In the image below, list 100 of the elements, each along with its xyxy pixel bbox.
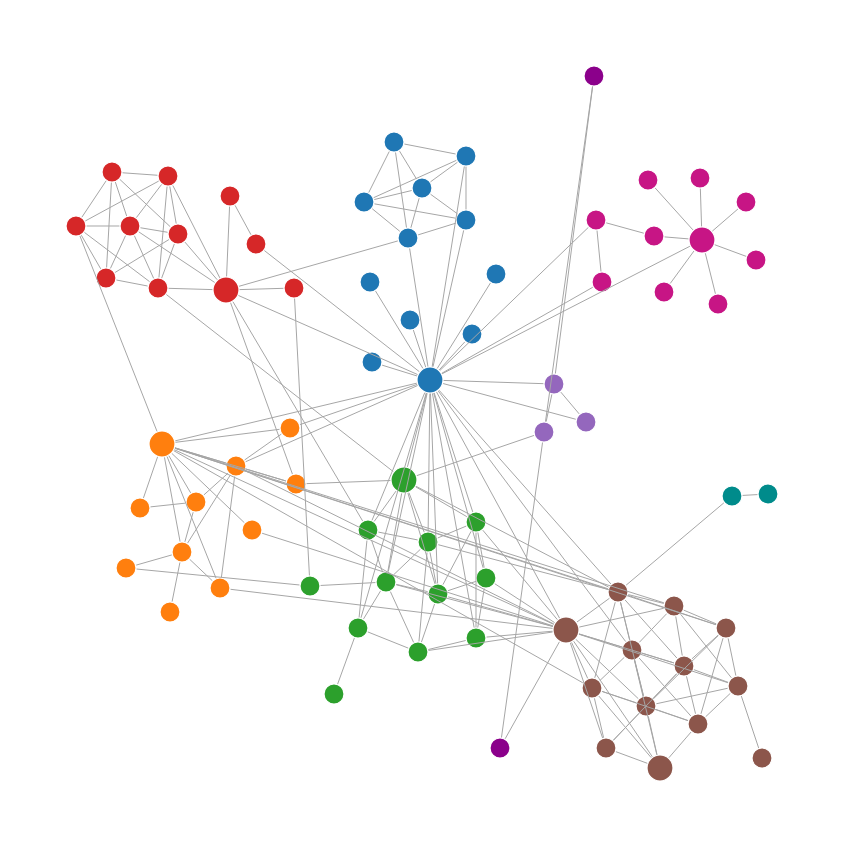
edge-line [169, 185, 177, 225]
edge-line [244, 433, 282, 461]
edge-line [578, 607, 665, 628]
edge-line [263, 250, 420, 373]
network-node [455, 209, 477, 231]
network-node [353, 191, 375, 213]
edge-line [575, 638, 639, 700]
network-node [465, 627, 487, 649]
edge-line [245, 470, 555, 625]
edge-line [203, 472, 229, 496]
network-node [689, 167, 711, 189]
network-node [635, 695, 657, 717]
edge-line [482, 529, 558, 621]
network-node [455, 145, 477, 167]
network-node [552, 616, 580, 644]
edge-line [371, 392, 426, 521]
edge-line [438, 389, 612, 585]
network-node [299, 575, 321, 597]
edge-line [161, 243, 175, 279]
edge-line [187, 474, 231, 544]
edge-line [436, 391, 560, 619]
edge-line [189, 558, 213, 582]
network-node [533, 421, 555, 443]
network-node [427, 583, 449, 605]
network-node [715, 617, 737, 639]
edge-line [171, 561, 181, 603]
edge-line [465, 166, 467, 210]
edge-line [409, 248, 429, 368]
edge-line [175, 428, 280, 443]
network-node [359, 271, 381, 293]
edge-line [430, 193, 458, 215]
network-node [637, 169, 659, 191]
network-node [171, 541, 193, 563]
network-node [465, 511, 487, 533]
edge-line [486, 630, 553, 638]
network-node [417, 531, 439, 553]
edge-line [441, 286, 594, 374]
edge-line [133, 235, 155, 279]
edge-line [306, 480, 391, 485]
network-node [543, 373, 565, 395]
edge-line [373, 490, 397, 522]
edge-line [634, 659, 644, 697]
network-node [595, 737, 617, 759]
edge-line [371, 208, 401, 232]
edge-line [135, 554, 173, 566]
network-node [357, 519, 379, 541]
edge-line [675, 615, 683, 657]
edge-line [437, 544, 609, 590]
edge-line [410, 197, 420, 229]
edge-line [86, 225, 120, 227]
edge-line [360, 392, 427, 619]
edge-line [641, 652, 675, 664]
edge-line [393, 548, 421, 576]
network-node [673, 655, 695, 677]
edge-line [431, 166, 465, 368]
network-node [751, 747, 773, 769]
edge-line [438, 341, 466, 371]
edge-line [477, 587, 485, 629]
edge-line [545, 393, 553, 423]
edge-line [680, 613, 732, 679]
network-node [241, 519, 263, 541]
edge-line [173, 450, 584, 684]
edge-line [443, 379, 544, 385]
network-node [607, 581, 629, 603]
network-node [65, 215, 87, 237]
edge-line [655, 687, 729, 705]
edge-line [420, 603, 436, 643]
network-node [285, 473, 307, 495]
edge-line [601, 690, 637, 704]
network-node [147, 277, 169, 299]
network-node [663, 595, 685, 617]
edge-line [375, 290, 424, 369]
edge-line [373, 159, 457, 199]
network-node [581, 677, 603, 699]
edge-line [431, 392, 475, 629]
edge-line [115, 279, 149, 287]
network-node [115, 557, 137, 579]
edge-line [653, 634, 719, 700]
edge-line [381, 364, 418, 377]
edge-line [704, 252, 716, 295]
edge-line [447, 580, 477, 592]
edge-line [627, 594, 665, 604]
network-node [461, 323, 483, 345]
edge-line [727, 637, 737, 677]
network-node [397, 227, 419, 249]
network-node [591, 271, 613, 293]
edge-line [299, 383, 418, 426]
network-node [95, 267, 117, 289]
network-node [219, 185, 241, 207]
network-node [735, 191, 757, 213]
network-node [485, 263, 507, 285]
network-node [209, 577, 231, 599]
edge-line [358, 540, 368, 618]
network-node [399, 309, 421, 331]
edge-line [407, 492, 436, 585]
edge-line [114, 181, 128, 217]
edge-line [239, 287, 284, 291]
edge-line [320, 582, 376, 586]
edge-line [578, 633, 729, 684]
edge-line [439, 226, 589, 372]
